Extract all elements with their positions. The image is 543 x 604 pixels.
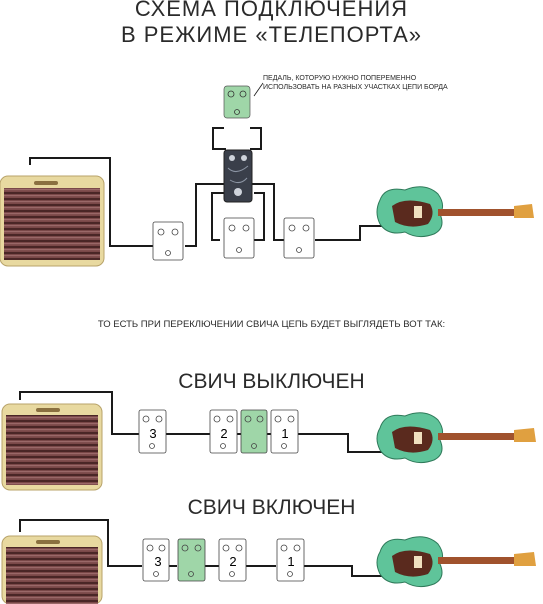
off-pedal-1-number: 1 — [281, 426, 288, 441]
switch-off-label: СВИЧ ВЫКЛЮЧЕН — [178, 370, 365, 393]
pedal2-to-switch-cable — [254, 192, 265, 241]
on-pedal-2: 2 — [218, 538, 247, 582]
on-pedal-3: 3 — [142, 538, 170, 582]
off-pedal-1: 1 — [270, 409, 299, 454]
switch-off-schematic: 3 2 1 — [1, 391, 536, 491]
pedal-3-icon — [152, 221, 184, 261]
off-pedal-2-number: 2 — [220, 426, 227, 441]
on-teleport-pedal — [177, 538, 206, 582]
on-pedal-1: 1 — [276, 538, 305, 582]
title-line-1: СХЕМА ПОДКЛЮЧЕНИЯ — [134, 0, 409, 21]
switch-to-pedal1-cable — [250, 183, 285, 241]
on-pedal-3-number: 3 — [154, 554, 161, 569]
explanation-text: ТО ЕСТЬ ПРИ ПЕРЕКЛЮЧЕНИИ СВИЧА ЦЕПЬ БУДЕ… — [97, 319, 446, 330]
on-amplifier-icon — [1, 535, 103, 604]
on-pedal-2-number: 2 — [229, 554, 236, 569]
switch-to-pedal2-in-cable — [211, 192, 226, 241]
annotation-leader-line — [253, 82, 264, 97]
switch-on-schematic: 3 2 1 — [1, 519, 536, 604]
switch-on-label: СВИЧ ВКЛЮЧЕН — [187, 496, 356, 519]
annotation-line-2: ИСПОЛЬЗОВАТЬ НА РАЗНЫХ УЧАСТКАХ ЦЕПИ БОР… — [263, 84, 448, 91]
pedal3-to-switch-cable — [185, 183, 226, 247]
loop-switch-icon — [223, 149, 253, 203]
switch-send-cable — [212, 127, 226, 150]
off-pedal-2: 2 — [209, 409, 238, 454]
annotation-line-1: ПЕДАЛЬ, КОТОРУЮ НУЖНО ПОПЕРЕМЕННО — [263, 75, 417, 82]
guitar-icon — [376, 186, 534, 238]
title-line-2: В РЕЖИМЕ «ТЕЛЕПОРТА» — [120, 22, 423, 47]
top-cables — [29, 82, 383, 247]
switch-return-cable — [250, 127, 262, 150]
amplifier-icon — [0, 175, 105, 267]
on-1-to-guitar-cable — [303, 565, 383, 577]
off-cables — [19, 391, 383, 453]
top-schematic — [0, 82, 534, 267]
on-pedal-1-number: 1 — [287, 554, 294, 569]
pedal1-to-guitar-cable — [315, 225, 383, 241]
off-guitar-icon — [376, 412, 536, 464]
amp-to-pedal3-cable — [29, 157, 156, 247]
off-pedal-3: 3 — [138, 409, 167, 454]
off-pedal-3-number: 3 — [149, 426, 156, 441]
teleport-pedal-annotation: ПЕДАЛЬ, КОТОРУЮ НУЖНО ПОПЕРЕМЕННО ИСПОЛЬ… — [263, 74, 473, 92]
off-amplifier-icon — [1, 403, 103, 491]
on-amp-cable — [19, 519, 142, 567]
pedal-1-icon — [283, 217, 315, 259]
off-1-to-guitar-cable — [298, 433, 383, 453]
off-teleport-pedal — [240, 409, 268, 454]
pedal-2-icon — [223, 217, 255, 259]
teleport-pedal-icon — [223, 85, 251, 119]
on-guitar-icon — [376, 536, 536, 588]
off-amp-cable — [19, 391, 139, 435]
